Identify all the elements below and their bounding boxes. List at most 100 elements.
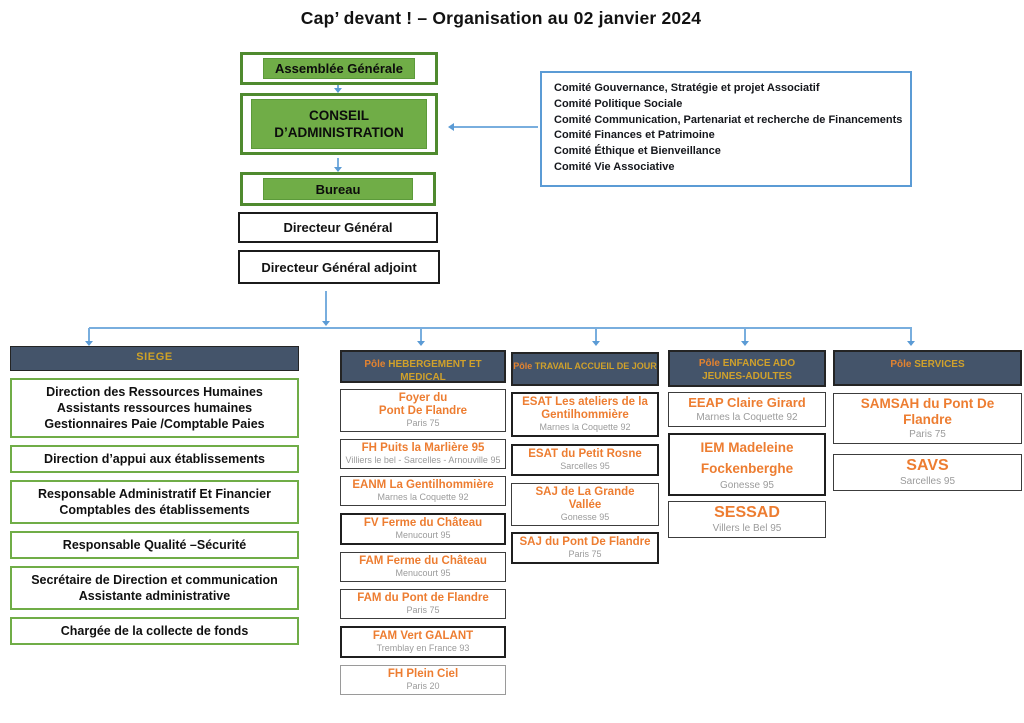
facility-card: EANM La Gentilhommière Marnes la Coquett… [340, 476, 506, 506]
connector-arrow-to-enfance [744, 328, 746, 341]
facility-location: Gonesse 95 [560, 512, 610, 522]
siege-item: Direction d’appui aux établissements [10, 445, 299, 473]
facility-location: Menucourt 95 [395, 568, 451, 578]
connector-arrow-to-services [910, 328, 912, 341]
facility-card: Foyer du Pont De Flandre Paris 75 [340, 389, 506, 432]
pole-title: HEBERGEMENT ET MEDICAL [388, 359, 482, 383]
committee-item: Comité Politique Sociale [554, 97, 683, 110]
directeur-general-adjoint-box: Directeur Général adjoint [238, 250, 440, 284]
facility-card: IEM Madeleine Fockenberghe Gonesse 95 [668, 433, 826, 496]
facility-location: Paris 75 [909, 429, 946, 440]
facility-location: Tremblay en France 93 [376, 643, 470, 653]
facility-location: Paris 75 [568, 549, 602, 559]
facility-location: Marnes la Coquette 92 [377, 492, 469, 502]
pole-prefix: Pôle [364, 359, 386, 370]
directeur-general-adjoint-label: Directeur Général adjoint [261, 259, 417, 275]
bureau-label: Bureau [263, 178, 413, 200]
facility-name: SAVS [906, 457, 949, 474]
pole-prefix: Pôle [890, 359, 912, 370]
column-services: Pôle SERVICES SAMSAH du Pont De Flandre … [833, 350, 1022, 491]
committee-item: Comité Finances et Patrimoine [554, 129, 715, 142]
connector-distribution-line [89, 327, 912, 329]
facility-name: FH Puits la Marlière 95 [361, 442, 485, 454]
page-title: Cap’ devant ! – Organisation au 02 janvi… [300, 8, 702, 28]
pole-prefix: Pôle [513, 361, 533, 371]
facility-name: SAJ du Pont De Flandre [519, 536, 651, 548]
facility-name: IEM Madeleine Fockenberghe [700, 440, 794, 476]
siege-item: Responsable Qualité –Sécurité [10, 531, 299, 559]
pole-title: SERVICES [914, 359, 965, 370]
assemblee-generale-box: Assemblée Générale [240, 52, 438, 85]
facility-name: FH Plein Ciel [387, 668, 459, 680]
facility-name: FAM du Pont de Flandre [357, 592, 489, 604]
siege-item: Responsable Administratif Et Financier C… [10, 480, 299, 524]
siege-item: Direction des Ressources Humaines Assist… [10, 378, 299, 438]
conseil-administration-label: CONSEIL D’ADMINISTRATION [251, 99, 427, 149]
column-header-travail-accueil-de-jour: Pôle TRAVAIL ACCUEIL DE JOUR [511, 352, 659, 386]
facility-location: Marnes la Coquette 92 [539, 422, 631, 432]
facility-location: Villiers le bel - Sarcelles - Arnouville… [345, 455, 501, 465]
facility-name: Foyer du Pont De Flandre [378, 392, 468, 417]
connector-arrow-to-hebergement [420, 328, 422, 341]
facility-name: ESAT Les ateliers de la Gentilhommière [522, 396, 648, 421]
bureau-box: Bureau [240, 172, 436, 206]
facility-name: ESAT du Petit Rosne [528, 448, 642, 460]
committee-item: Comité Communication, Partenariat et rec… [554, 113, 903, 126]
facility-name: SAMSAH du Pont De Flandre [860, 396, 995, 427]
facility-name: EANM La Gentilhommière [352, 479, 494, 491]
pole-title: ENFANCE ADO JEUNES-ADULTES [702, 358, 796, 382]
directeur-general-box: Directeur Général [238, 212, 438, 243]
facility-card: FH Puits la Marlière 95 Villiers le bel … [340, 439, 506, 469]
pole-title: TRAVAIL ACCUEIL DE JOUR [534, 361, 657, 371]
facility-location: Paris 75 [406, 605, 440, 615]
connector-arrow-to-siege [88, 328, 90, 341]
facility-location: Marnes la Coquette 92 [696, 412, 798, 423]
column-header-siege: SIEGE [10, 346, 299, 371]
facility-name: EEAP Claire Girard [688, 395, 806, 410]
facility-location: Paris 20 [406, 681, 440, 691]
committee-item: Comité Vie Associative [554, 160, 675, 173]
facility-card: FV Ferme du Château Menucourt 95 [340, 513, 506, 545]
connector-arrow-committees-conseil [454, 126, 538, 128]
facility-card: EEAP Claire Girard Marnes la Coquette 92 [668, 392, 826, 427]
column-siege: SIEGE Direction des Ressources Humaines … [10, 346, 299, 645]
facility-name: FAM Vert GALANT [372, 630, 474, 642]
facility-name: FAM Ferme du Château [359, 555, 487, 567]
conseil-administration-box: CONSEIL D’ADMINISTRATION [240, 93, 438, 155]
assemblee-generale-label: Assemblée Générale [263, 58, 415, 79]
column-hebergement-medical: Pôle HEBERGEMENT ET MEDICAL Foyer du Pon… [340, 350, 506, 695]
column-header-services: Pôle SERVICES [833, 350, 1022, 386]
connector-arrow-conseil-bureau [337, 158, 339, 167]
facility-name: FV Ferme du Château [363, 517, 483, 529]
directeur-general-label: Directeur Général [283, 220, 393, 235]
connector-arrow-assemblee-conseil [337, 85, 339, 88]
facility-name: SAJ de La Grande Vallée [535, 486, 635, 511]
siege-item: Chargée de la collecte de fonds [10, 617, 299, 645]
column-enfance-ado-jeunes-adultes: Pôle ENFANCE ADO JEUNES-ADULTES EEAP Cla… [668, 350, 826, 538]
facility-name: SESSAD [714, 504, 780, 521]
facility-card: FAM Ferme du Château Menucourt 95 [340, 552, 506, 582]
connector-arrow-to-travail [595, 328, 597, 341]
facility-location: Sarcelles 95 [560, 461, 610, 471]
facility-card: FH Plein Ciel Paris 20 [340, 665, 506, 695]
facility-card: SAJ du Pont De Flandre Paris 75 [511, 532, 659, 564]
facility-card: SAMSAH du Pont De Flandre Paris 75 [833, 393, 1022, 444]
column-travail-accueil-de-jour: Pôle TRAVAIL ACCUEIL DE JOUR ESAT Les at… [511, 352, 659, 564]
facility-card: FAM Vert GALANT Tremblay en France 93 [340, 626, 506, 658]
facility-card: SAVS Sarcelles 95 [833, 454, 1022, 491]
pole-prefix: Pôle [698, 358, 720, 369]
facility-location: Menucourt 95 [395, 530, 451, 540]
committee-item: Comité Gouvernance, Stratégie et projet … [554, 82, 820, 94]
facility-card: ESAT Les ateliers de la Gentilhommière M… [511, 392, 659, 437]
committees-panel: Comité Gouvernance, Stratégie et projet … [540, 71, 912, 187]
facility-location: Paris 75 [406, 418, 440, 428]
facility-card: SAJ de La Grande Vallée Gonesse 95 [511, 483, 659, 526]
column-header-enfance-ado-jeunes-adultes: Pôle ENFANCE ADO JEUNES-ADULTES [668, 350, 826, 387]
connector-arrow-dga-trunk [325, 291, 327, 321]
siege-item: Secrétaire de Direction et communication… [10, 566, 299, 610]
facility-location: Villers le Bel 95 [712, 523, 782, 534]
committee-item: Comité Éthique et Bienveillance [554, 145, 721, 158]
facility-card: ESAT du Petit Rosne Sarcelles 95 [511, 444, 659, 476]
facility-location: Sarcelles 95 [899, 476, 956, 487]
